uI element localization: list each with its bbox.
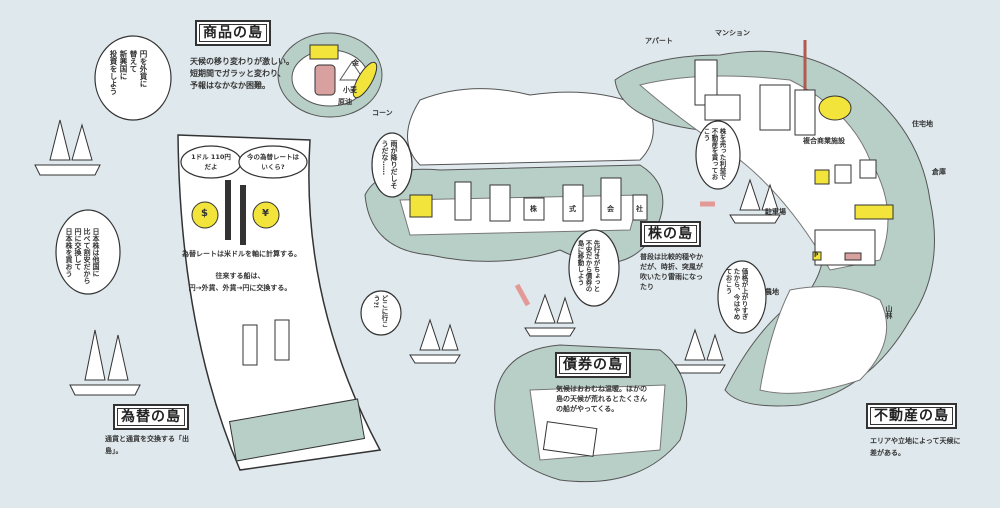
bubble-line: 日本株は他国に (92, 228, 100, 277)
fx-island-description: 通貨と通貨を交換する「出島」。 (105, 435, 189, 455)
bubble-rain: 雨が降りだしそうだな…… (381, 140, 398, 189)
real-estate-island-description: エリアや立地によって天候に差がある。 (870, 437, 961, 457)
bubble-buy-real-estate: 株を売った利益で不動産を買っておこう (702, 128, 726, 180)
building-label: 社 (636, 205, 643, 213)
fx-note-ships: 往来する船は、 円→外貨、外貨→円に交換する。 (180, 270, 300, 294)
bubble-buy-japan-stocks: 日本株は他国に比べて割安だから円に交換して日本株を買おう (64, 228, 100, 288)
bubble-dollar-rate: 1ドル 110円だよ (191, 153, 231, 171)
bubble-line: 新興国に (119, 50, 128, 80)
description-line: 短期間でガラッと変わり、 (190, 69, 286, 78)
bubble-line: 日本株を買おう (65, 228, 73, 277)
bubble-line: 投資をしよう (109, 50, 118, 95)
stock-island-title: 株の島 (640, 221, 701, 247)
dollar-bag-icon: $ (201, 208, 208, 219)
bond-island-description: 気候はおおむね温暖。ほかの島の天候が荒れるとたくさんの船がやってくる。 (556, 385, 647, 413)
bubble-move-to-bonds: 先行きがちょっと不安だから債券の島に移動しよう (576, 240, 600, 292)
description-line: 天候の移り変わりが激しい。 (190, 57, 294, 66)
description-line: 予報はなかなか困難。 (190, 81, 270, 90)
label-warehouse: 倉庫 (932, 168, 946, 176)
building-label: 株 (530, 205, 537, 213)
gold-bars-icon (309, 44, 339, 60)
bond-island-title: 債券の島 (555, 352, 631, 378)
cloud-icon (407, 88, 654, 166)
corn-icon (352, 61, 378, 99)
bubble-line: 円に交換して (74, 228, 82, 270)
stadium-icon (818, 95, 852, 121)
label-residential: 住宅地 (912, 120, 933, 128)
arrow-icon (514, 283, 531, 307)
bubble-where-to-go: どこに行こう?! (372, 295, 388, 328)
parking-sign-icon: P (814, 252, 819, 259)
label-gold: 金 (352, 59, 359, 67)
note-line: 往来する船は、 (215, 272, 265, 280)
note-line: 円→外貨、外貨→円に交換する。 (188, 284, 292, 292)
commodity-island-shape (277, 32, 383, 118)
speech-bubbles (55, 35, 767, 336)
label-commercial: 複合商業施設 (803, 137, 845, 145)
warehouse-icon (854, 204, 894, 220)
label-apartment: アパート (645, 37, 673, 45)
label-parking: 駐車場 (765, 208, 786, 216)
ship-icons (34, 119, 781, 396)
bubble-line: 比べて割安だから (83, 228, 91, 284)
label-forest: 山林 (885, 305, 893, 319)
real-estate-island-title: 不動産の島 (866, 403, 957, 429)
wheat-pile-icon (339, 61, 365, 81)
commodity-island-title: 商品の島 (195, 20, 271, 46)
fx-note-rate: 為替レートは米ドルを軸に計算する。 (182, 250, 301, 258)
label-wheat: 小麦 (343, 86, 357, 94)
bubble-invest-emerging: 円を外貨に替えて新興国に投資をしよう (108, 50, 148, 120)
label-oil: 原油 (338, 98, 352, 106)
building-label: 会 (607, 205, 614, 213)
fx-island-title: 為替の島 (113, 404, 189, 430)
label-farmland: 農地 (765, 288, 779, 296)
bubble-line: 円を外貨に (139, 50, 148, 88)
bond-certificate-icon (542, 421, 598, 457)
bubble-ask-rate: 今の為替レートはいくら? (247, 153, 299, 171)
building-label: 式 (569, 205, 576, 213)
stock-island-description: 普段は比較的穏やかだが、時折、突風が吹いたり雷雨になったり (640, 253, 703, 291)
oil-barrel-icon (314, 64, 336, 96)
bubble-line: 替えて (129, 50, 138, 73)
label-corn: コーン (372, 109, 393, 117)
yen-bag-icon: ¥ (262, 208, 269, 219)
label-mansion: マンション (715, 29, 750, 37)
bubble-wait: 価格が上がりすぎたから、今はやめておこう (724, 268, 748, 320)
commodity-island-description: 天候の移り変わりが激しい。 短期間でガラッと変わり、 予報はなかなか困難。 (190, 56, 294, 92)
